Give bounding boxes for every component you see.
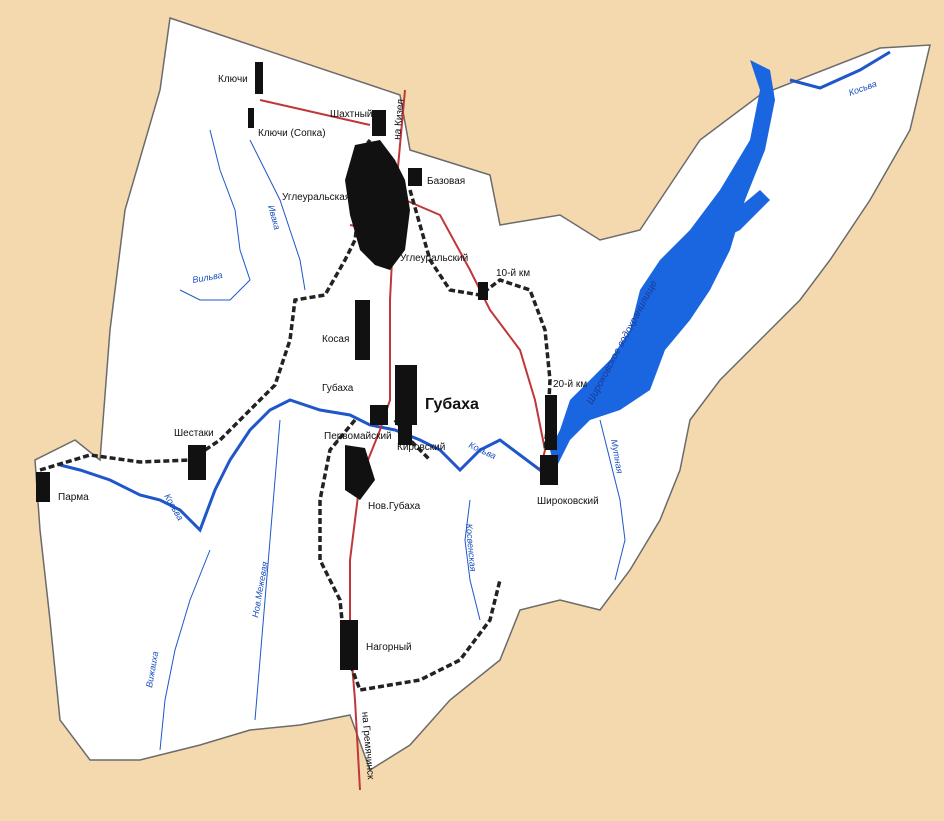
road-klyuchi-shakhtny: [259, 99, 371, 126]
label-ugleuralskaya: Углеуральская: [282, 192, 350, 203]
rivers: [59, 50, 891, 751]
shirokovskoe-reservoir: [550, 60, 775, 470]
label-river-kosvenskaya: Косвенская: [464, 523, 478, 572]
road-east: [404, 199, 547, 471]
settlement-area-gubakha: [395, 365, 417, 425]
label-kirovsky: Кировский: [397, 442, 445, 453]
settlement-area-klyuchi-sopka: [248, 108, 254, 128]
settlement-area-shirokovsky: [540, 455, 558, 485]
label-shirokovsky: Широковский: [537, 496, 599, 507]
label-pervomaysky: Первомайский: [324, 431, 392, 442]
label-shestaki: Шестаки: [174, 428, 214, 439]
river-nov-mezhevaya: [254, 419, 281, 721]
label-km20: 20-й км: [553, 379, 587, 390]
label-parma: Парма: [58, 492, 89, 503]
label-gubakha-station: Губаха: [322, 382, 354, 394]
label-main-town: Губаха: [425, 396, 479, 413]
river-mutnaya: [599, 419, 626, 581]
settlement-area-km20: [545, 395, 557, 450]
settlement-area-kosaya: [355, 300, 370, 360]
settlement-area-nov-gubakha: [345, 445, 375, 500]
settlement-area-km10: [478, 282, 488, 300]
label-nov-gubakha: Нов.Губаха: [368, 500, 421, 512]
label-km10: 10-й км: [496, 268, 530, 279]
label-road-to-kizel: на Кизел: [392, 98, 407, 140]
river-vizhaiha: [159, 549, 211, 751]
settlement-area-shestaki: [188, 445, 206, 480]
label-bazovaya: Базовая: [427, 176, 465, 187]
settlement-area-kirovsky: [398, 425, 412, 445]
territory-area: [34, 17, 931, 772]
label-kosaya: Косая: [322, 334, 349, 345]
river-kosvenskaya: [464, 499, 481, 621]
label-nagorny: Нагорный: [366, 642, 412, 653]
settlement-area-pervomaysky: [370, 405, 388, 425]
label-klyuchi-sopka: Ключи (Сопка): [258, 128, 326, 139]
label-ugleuralsky: Углеуральский: [400, 253, 468, 264]
label-klyuchi: Ключи: [218, 74, 248, 85]
river-kosva-east: [789, 50, 891, 90]
reservoir-inlet: [700, 190, 770, 250]
river-ivaka: [249, 139, 306, 291]
settlement-area-nagorny: [340, 620, 358, 670]
river-kosva-main: [59, 398, 561, 533]
settlement-area-shakhtny: [372, 110, 386, 136]
settlement-area-parma: [36, 472, 50, 502]
settlements: [36, 62, 558, 670]
settlement-area-bazovaya: [408, 168, 422, 186]
settlement-area-ugleuralskaya: [345, 140, 410, 270]
label-shakhtny: Шахтный: [330, 109, 373, 120]
river-vilva: [179, 129, 251, 301]
settlement-area-klyuchi: [255, 62, 263, 94]
railway-main: [39, 138, 372, 472]
